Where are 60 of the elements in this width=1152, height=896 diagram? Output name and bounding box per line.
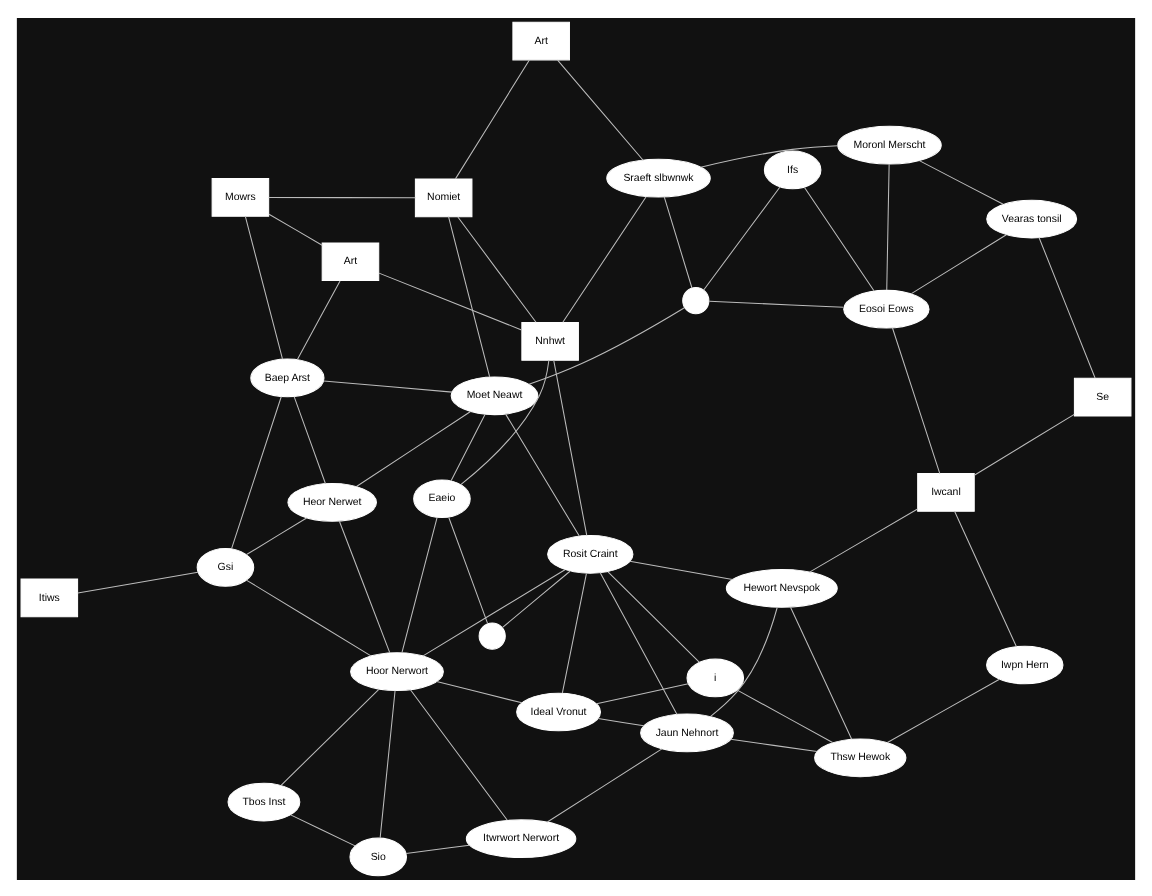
connector <box>663 195 693 288</box>
node-circle <box>478 621 506 649</box>
connector <box>454 58 530 179</box>
connector <box>323 379 453 392</box>
connector <box>973 412 1075 475</box>
connector <box>710 605 778 716</box>
connector <box>597 716 645 726</box>
connector <box>954 509 1017 647</box>
connector <box>401 516 438 653</box>
connector <box>599 571 678 714</box>
connector <box>450 412 486 481</box>
connector <box>501 569 571 628</box>
connector <box>553 358 588 535</box>
connector <box>629 559 733 580</box>
connector <box>436 680 523 703</box>
connector <box>891 326 941 474</box>
connector <box>557 58 644 160</box>
connector <box>409 688 508 820</box>
connector <box>245 578 372 656</box>
connector <box>1038 236 1096 378</box>
connector <box>246 516 308 555</box>
connector <box>293 395 326 484</box>
connector <box>378 271 523 330</box>
connector <box>700 144 838 167</box>
connector <box>596 682 689 704</box>
connector <box>268 212 323 245</box>
connector <box>268 196 416 198</box>
connector <box>379 689 396 838</box>
connector <box>460 358 550 485</box>
connector <box>422 568 566 656</box>
connector <box>448 515 489 623</box>
connector <box>703 185 781 290</box>
connector <box>448 215 491 377</box>
connector <box>886 677 1000 742</box>
connector <box>457 215 537 322</box>
connector <box>730 737 818 752</box>
connector <box>546 747 663 822</box>
node-circle <box>682 286 710 314</box>
connector <box>244 214 283 359</box>
connector <box>790 605 853 739</box>
connector <box>355 409 472 486</box>
connector <box>918 159 1004 204</box>
connector <box>280 687 380 785</box>
connector <box>736 688 834 743</box>
connector <box>528 306 685 384</box>
connector <box>505 412 580 536</box>
connector <box>910 233 1007 294</box>
connector <box>561 571 587 693</box>
connector <box>290 813 356 846</box>
connector <box>562 195 647 322</box>
connector <box>338 519 391 653</box>
connector <box>708 299 845 307</box>
connector <box>809 507 919 572</box>
connector <box>405 843 471 853</box>
connector <box>296 279 341 360</box>
connector <box>886 162 890 290</box>
connector <box>803 185 875 291</box>
connector <box>607 570 700 662</box>
connector <box>77 570 199 593</box>
connector <box>230 394 282 549</box>
